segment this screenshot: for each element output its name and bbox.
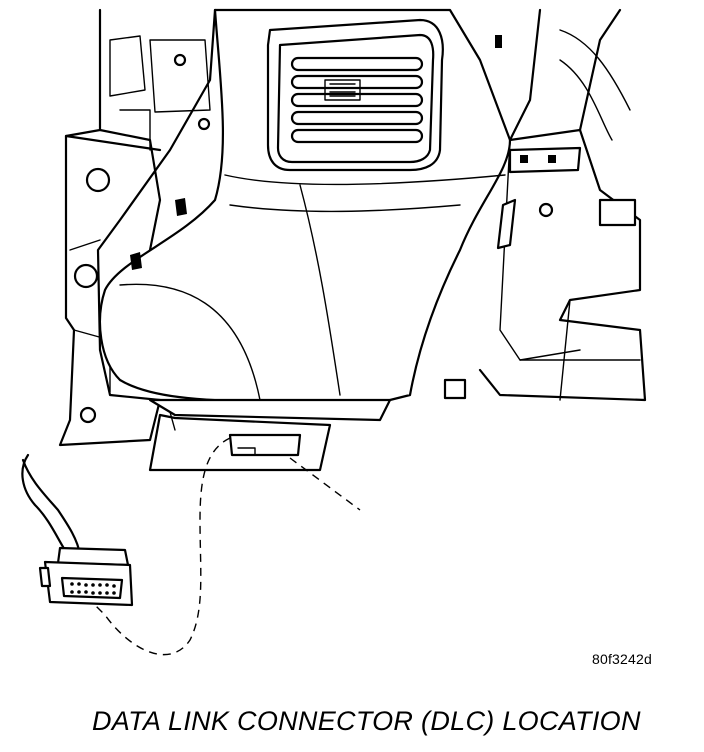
left-dash-panel	[58, 8, 217, 447]
lower-bracket	[148, 398, 392, 472]
dlc-pins	[70, 582, 116, 595]
right-panel-structure	[443, 8, 647, 402]
center-air-vent	[266, 18, 444, 172]
leader-lines	[84, 437, 361, 656]
figure-caption: DATA LINK CONNECTOR (DLC) LOCATION	[92, 706, 641, 736]
figure-reference-code: 80f3242d	[592, 651, 652, 667]
dlc-connector	[21, 453, 134, 607]
